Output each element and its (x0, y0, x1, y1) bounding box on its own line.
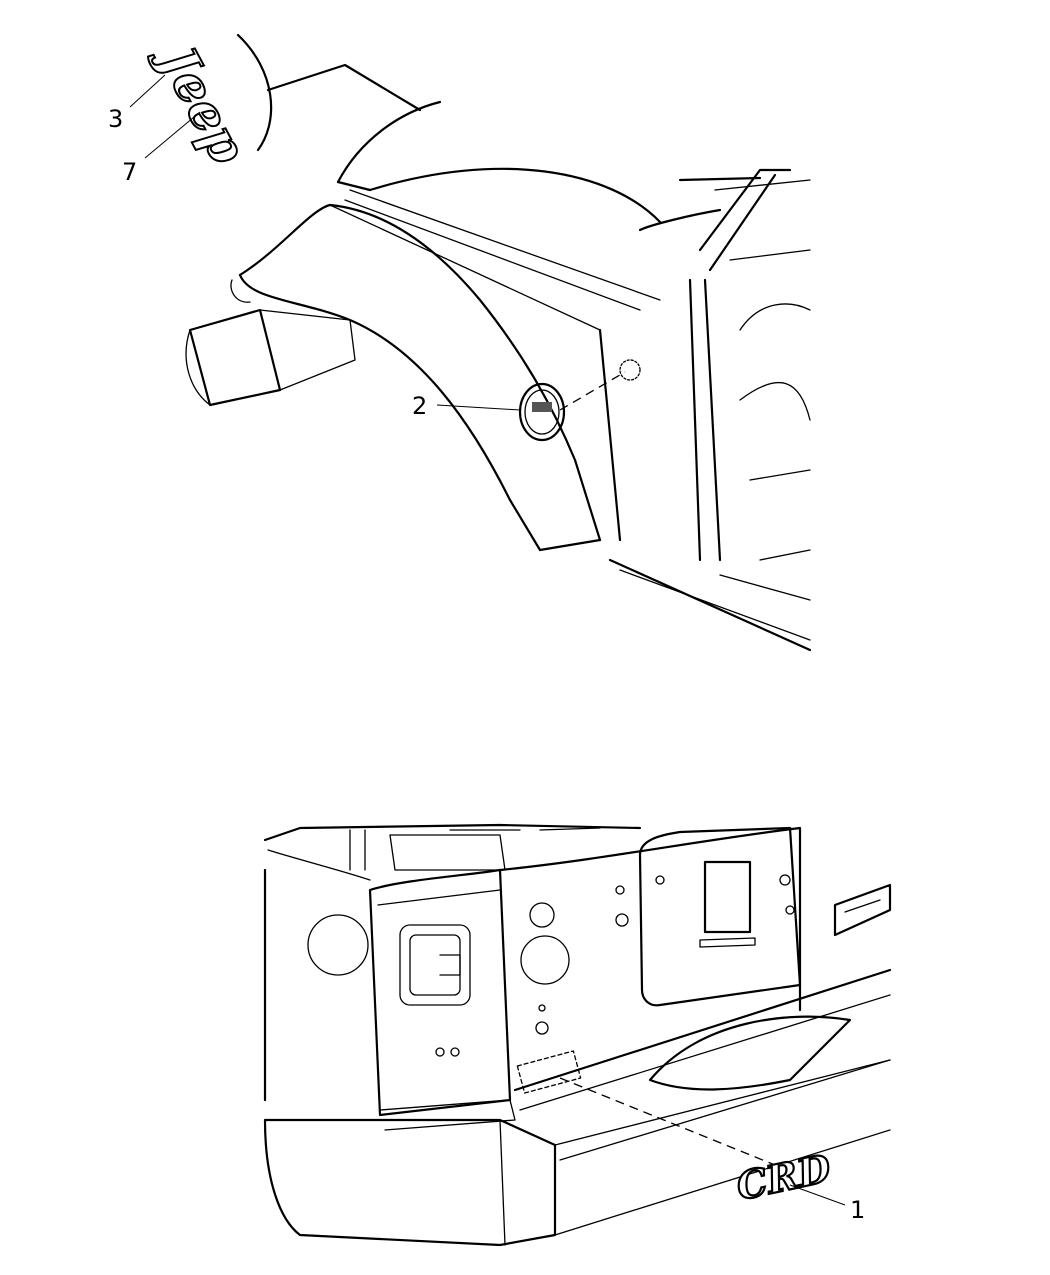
fender-emblem (518, 382, 566, 442)
jeep-badge-text: Jeep (145, 30, 258, 173)
leader-line-3 (129, 74, 166, 108)
callout-1: 1 (850, 1196, 865, 1224)
callout-2: 2 (412, 392, 427, 420)
callout-3: 3 (108, 105, 123, 133)
leader-line-1 (789, 1184, 846, 1206)
rear-tailgate-view (263, 823, 892, 1247)
jeep-hood-badge: Jeep (144, 29, 259, 174)
callout-7: 7 (122, 158, 137, 186)
leader-line-7 (144, 111, 201, 159)
front-fender-view (185, 33, 812, 652)
leader-line-2 (436, 404, 521, 411)
